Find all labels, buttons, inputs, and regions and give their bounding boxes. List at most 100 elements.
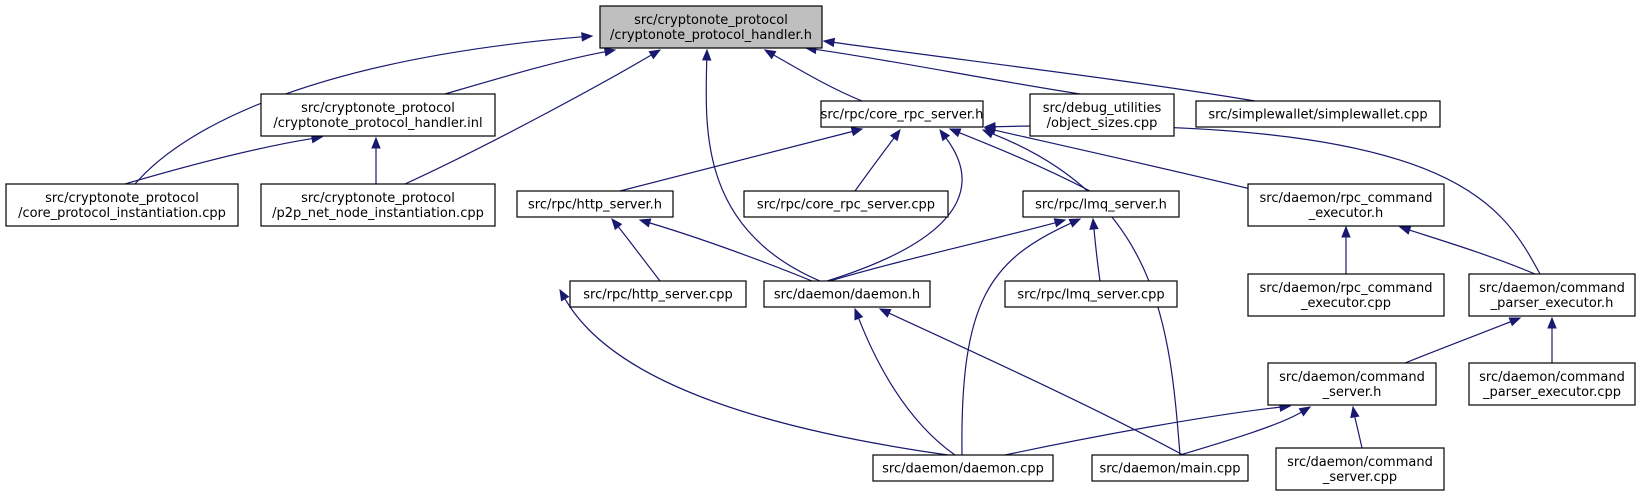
arrowhead-p2p_inst-to-handler_h [648,49,662,60]
edge-daemon_cpp-to-http_h [564,298,949,456]
arrowhead-lmq_cpp-to-lmq_h [1089,217,1099,230]
nodes-layer: src/cryptonote_protocol/cryptonote_proto… [5,5,1636,491]
node-p2p_inst[interactable]: src/cryptonote_protocol/p2p_net_node_ins… [260,183,496,227]
arrowhead-p2p_inst-to-handler_inl [371,136,381,149]
node-label-line: src/rpc/http_server.cpp [583,288,732,303]
node-daemon_h[interactable]: src/daemon/daemon.h [763,280,931,308]
node-simplewallet[interactable]: src/simplewallet/simplewallet.cpp [1195,100,1441,128]
node-object_sizes[interactable]: src/debug_utilities/object_sizes.cpp [1029,93,1175,137]
arrowhead-main_cpp-to-cmd_server_h [1298,406,1312,417]
node-label-line: _executor.h [1308,206,1384,221]
node-box [1267,362,1437,406]
edge-cmd_server_cpp-to-cmd_server_h [1354,416,1363,449]
node-label-line: src/debug_utilities [1043,101,1162,116]
node-parser_h[interactable]: src/daemon/command_parser_executor.h [1468,273,1636,317]
node-box [1091,454,1249,482]
node-parser_cpp[interactable]: src/daemon/command_parser_executor.cpp [1468,362,1636,406]
node-handler_inl[interactable]: src/cryptonote_protocol/cryptonote_proto… [260,93,496,137]
node-label-line: src/cryptonote_protocol [301,191,455,206]
node-http_cpp[interactable]: src/rpc/http_server.cpp [569,280,747,308]
node-label-line: src/daemon/rpc_command [1260,281,1433,296]
edge-http_h-to-core_rpc_h [619,130,853,192]
edge-main_cpp-to-core_rpc_h [992,133,1181,456]
arrowhead-parser_h-to-core_rpc_h [983,121,996,132]
node-box [1468,273,1636,317]
edge-daemon_cpp-to-lmq_h [961,222,1072,456]
node-rpc_exec_cpp[interactable]: src/daemon/rpc_command_executor.cpp [1247,273,1445,317]
node-label-line: _server.cpp [1322,470,1397,485]
edge-daemon_h-to-http_h [649,222,813,282]
arrowhead-main_cpp-to-daemon_h [878,308,892,318]
arrowhead-daemon_h-to-http_h [638,218,652,228]
node-daemon_cpp[interactable]: src/daemon/daemon.cpp [872,454,1054,482]
node-rpc_exec_h[interactable]: src/daemon/rpc_command_executor.h [1247,183,1445,227]
arrowhead-lmq_h-to-core_rpc_h [948,128,962,138]
node-core_rpc_h[interactable]: src/rpc/core_rpc_server.h [820,100,984,128]
node-box [5,183,239,227]
node-label-line: src/rpc/lmq_server.h [1035,198,1167,213]
edge-lmq_h-to-core_rpc_h [959,132,1091,192]
arrowhead-cmd_server_cpp-to-cmd_server_h [1350,405,1360,419]
edge-parser_h-to-rpc_exec_h [1409,229,1536,275]
node-label-line: /object_sizes.cpp [1047,116,1158,131]
node-lmq_cpp[interactable]: src/rpc/lmq_server.cpp [1004,280,1178,308]
arrowhead-daemon_cpp-to-daemon_h [854,307,864,321]
node-label-line: src/daemon/command [1479,281,1625,296]
edge-simplewallet-to-handler_h [833,41,1256,102]
arrowhead-daemon_cpp-to-http_h [559,288,570,302]
node-label-line: _executor.cpp [1300,296,1391,311]
node-lmq_h[interactable]: src/rpc/lmq_server.h [1022,190,1180,218]
node-box [1247,183,1445,227]
node-box [1275,447,1445,491]
node-label-line: src/daemon/rpc_command [1260,191,1433,206]
edge-daemon_h-to-lmq_h [829,222,1056,282]
node-core_proto_inst[interactable]: src/cryptonote_protocol/core_protocol_in… [5,183,239,227]
node-label-line: src/daemon/daemon.cpp [882,462,1044,477]
edge-main_cpp-to-daemon_h [888,312,1184,456]
edge-main_cpp-to-cmd_server_h [1179,411,1302,456]
node-box [569,280,747,308]
node-box [1004,280,1178,308]
node-label-line: src/daemon/command [1279,370,1425,385]
node-cmd_server_h[interactable]: src/daemon/command_server.h [1267,362,1437,406]
node-label-line: /cryptonote_protocol_handler.inl [273,116,482,131]
edge-daemon_cpp-to-cmd_server_h [1004,406,1281,456]
arrowhead-daemon_h-to-handler_h [702,48,712,61]
edge-p2p_inst-to-handler_h [404,54,652,185]
node-box [872,454,1054,482]
node-label-line: /p2p_net_node_instantiation.cpp [272,206,484,221]
node-label-line: src/cryptonote_protocol [634,13,788,28]
node-label-line: src/rpc/core_rpc_server.cpp [757,198,935,213]
node-http_h[interactable]: src/rpc/http_server.h [516,190,674,218]
node-core_rpc_cpp[interactable]: src/rpc/core_rpc_server.cpp [743,190,949,218]
arrowhead-http_h-to-core_rpc_h [850,127,864,137]
node-label-line: _parser_executor.cpp [1482,385,1621,400]
arrowhead-rpc_exec_cpp-to-rpc_exec_h [1341,225,1351,238]
edge-rpc_exec_h-to-core_rpc_h [994,129,1256,191]
node-box [1195,100,1441,128]
node-label-line: _parser_executor.h [1490,296,1614,311]
arrowhead-parser_h-to-rpc_exec_h [1398,225,1412,235]
node-box [599,5,823,49]
node-box [516,190,674,218]
edge-object_sizes-to-handler_h [815,48,1081,95]
node-handler_h[interactable]: src/cryptonote_protocol/cryptonote_proto… [599,5,823,49]
arrowhead-http_cpp-to-http_h [611,217,623,231]
node-label-line: src/rpc/core_rpc_server.h [821,108,984,123]
node-main_cpp[interactable]: src/daemon/main.cpp [1091,454,1249,482]
edges-layer [124,32,1557,456]
node-label-line: src/daemon/main.cpp [1099,462,1240,477]
arrowhead-handler_inl-to-handler_h [603,47,617,57]
arrowhead-core_rpc_h-to-handler_h [763,49,777,60]
arrowhead-daemon_h-to-lmq_h [1053,218,1067,228]
node-box [1029,93,1175,137]
arrowhead-daemon_h-to-core_rpc_h [939,128,951,142]
node-cmd_server_cpp[interactable]: src/daemon/command_server.cpp [1275,447,1445,491]
node-label-line: /cryptonote_protocol_handler.h [610,28,812,43]
arrowhead-simplewallet-to-handler_h [822,37,836,48]
node-box [260,93,496,137]
node-box [743,190,949,218]
node-label-line: _server.h [1322,385,1382,400]
node-box [260,183,496,227]
